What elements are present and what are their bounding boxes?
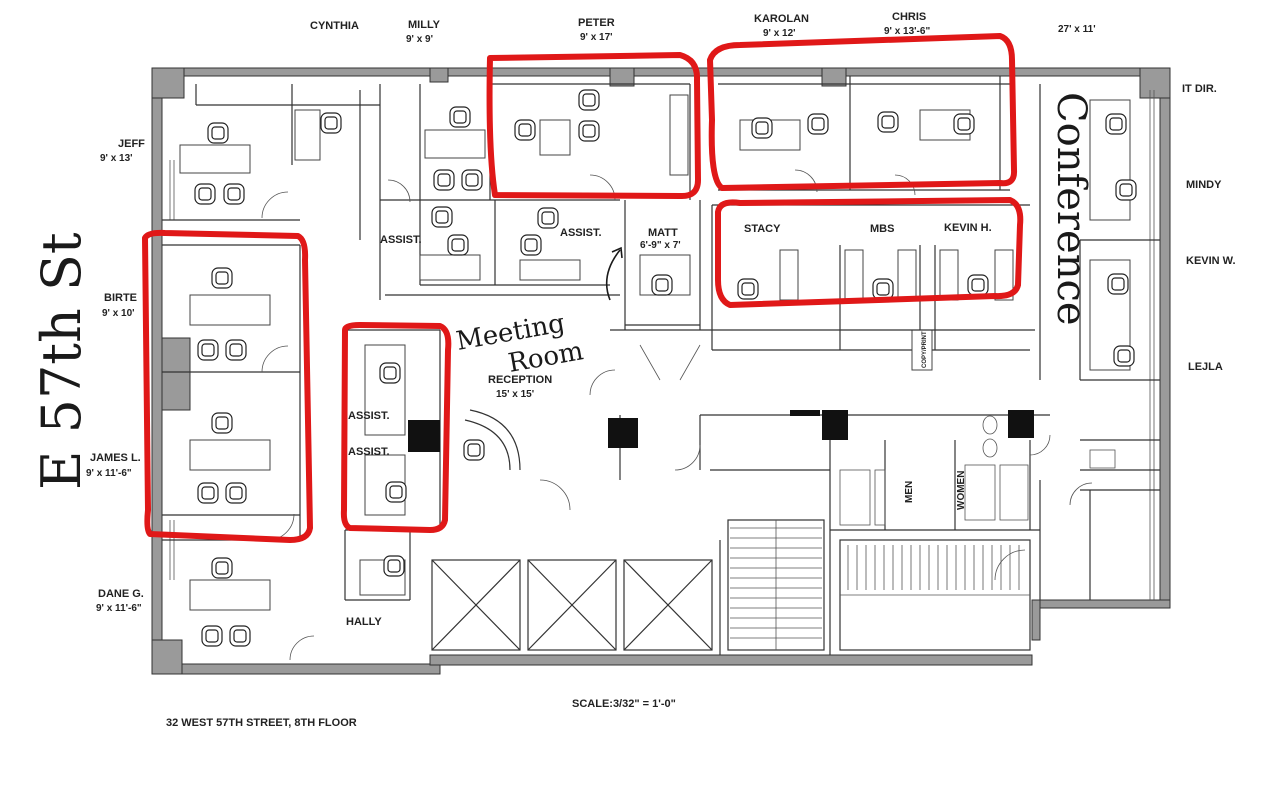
chair-seat: [465, 173, 479, 187]
street-annotation: E 57th St: [30, 232, 93, 490]
building-shell: [151, 67, 1171, 675]
conference-annotation: Conference: [1048, 92, 1094, 326]
size-matt: 6'-9" x 7': [640, 240, 681, 251]
label-karolan: KAROLAN: [754, 13, 809, 25]
chair-seat: [205, 629, 219, 643]
size-james: 9' x 11'-6": [86, 468, 132, 479]
chair-seat: [437, 173, 451, 187]
label-assist-1: ASSIST.: [380, 234, 422, 246]
chair-seat: [467, 443, 481, 457]
highlight-assist-offices: [340, 322, 452, 533]
size-karolan: 9' x 12': [763, 28, 796, 39]
chair-seat: [211, 126, 225, 140]
chair-seat: [215, 561, 229, 575]
highlight-left-offices: [142, 229, 313, 543]
label-jeff: JEFF: [118, 138, 145, 150]
size-milly: 9' x 9': [406, 34, 433, 45]
chair-seat: [215, 271, 229, 285]
label-dane: DANE G.: [98, 588, 144, 600]
label-women: WOMEN: [956, 471, 967, 510]
chair-seat: [215, 416, 229, 430]
chair-seat: [881, 115, 895, 129]
label-men: MEN: [904, 481, 915, 503]
chair-seat: [582, 124, 596, 138]
chairs: [194, 89, 1137, 647]
size-peter: 9' x 17': [580, 32, 613, 43]
chair-seat: [876, 282, 890, 296]
chair-seat: [229, 343, 243, 357]
elevators: [431, 559, 713, 651]
chair-seat: [453, 110, 467, 124]
annotation-arrowhead: [611, 246, 623, 259]
label-stacy: STACY: [744, 223, 781, 235]
desks: [179, 109, 971, 611]
label-hally: HALLY: [346, 616, 382, 628]
label-kevin-w: KEVIN W.: [1186, 255, 1236, 267]
label-james: JAMES L.: [90, 452, 141, 464]
label-it-dir: IT DIR.: [1182, 83, 1217, 95]
chair-seat: [741, 282, 755, 296]
size-jeff: 9' x 13': [100, 153, 133, 164]
label-cynthia: CYNTHIA: [310, 20, 359, 32]
chair-seat: [1111, 277, 1125, 291]
size-chris: 9' x 13'-6": [884, 26, 930, 37]
chair-seat: [971, 278, 985, 292]
label-matt: MATT: [648, 227, 678, 239]
size-reception: 15' x 15': [496, 389, 534, 400]
chair-seat: [227, 187, 241, 201]
size-birte: 9' x 10': [102, 308, 135, 319]
structural-columns: [408, 410, 1034, 452]
label-kevin-h: KEVIN H.: [944, 222, 992, 234]
chair-seat: [233, 629, 247, 643]
size-corner: 27' x 11': [1058, 24, 1096, 35]
highlight-peter: [486, 52, 701, 200]
address-note: 32 WEST 57TH STREET, 8TH FLOOR: [166, 717, 357, 729]
chair-seat: [957, 117, 971, 131]
chair-seat: [389, 485, 403, 499]
label-mindy: MINDY: [1186, 179, 1222, 191]
chair-seat: [1117, 349, 1131, 363]
chair-seat: [655, 278, 669, 292]
label-assist-2: ASSIST.: [560, 227, 602, 239]
chair-seat: [229, 486, 243, 500]
door-swings: [261, 169, 1093, 661]
chair-seat: [387, 559, 401, 573]
chair-seat: [198, 187, 212, 201]
label-birte: BIRTE: [104, 292, 137, 304]
restroom-fixtures: [839, 415, 1116, 526]
highlight-karolan-chris: [707, 33, 1018, 191]
highlight-stacy-row: [715, 197, 1024, 308]
room-labels: CYNTHIA MILLY 9' x 9' PETER 9' x 17' KAR…: [86, 11, 1236, 729]
chair-seat: [201, 486, 215, 500]
red-highlights: [142, 33, 1024, 543]
chair-seat: [324, 116, 338, 130]
chair-seat: [524, 238, 538, 252]
chair-seat: [755, 121, 769, 135]
stairs: [727, 519, 1031, 651]
label-lejla: LEJLA: [1188, 361, 1223, 373]
label-reception: RECEPTION: [488, 374, 552, 386]
label-milly: MILLY: [408, 19, 441, 31]
label-copy-print: COPY/PRINT: [922, 331, 928, 368]
chair-seat: [383, 366, 397, 380]
chair-seat: [541, 211, 555, 225]
chair-seat: [451, 238, 465, 252]
annotation-arrow: [605, 249, 621, 301]
label-assist-4: ASSIST.: [348, 446, 390, 458]
chair-seat: [435, 210, 449, 224]
stair-treads: [730, 527, 1020, 639]
size-dane: 9' x 11'-6": [96, 603, 142, 614]
label-mbs: MBS: [870, 223, 894, 235]
scale-note: SCALE:3/32" = 1'-0": [572, 698, 676, 710]
chair-seat: [582, 93, 596, 107]
label-peter: PETER: [578, 17, 615, 29]
chair-seat: [1109, 117, 1123, 131]
chair-seat: [811, 117, 825, 131]
label-assist-3: ASSIST.: [348, 410, 390, 422]
label-chris: CHRIS: [892, 11, 926, 23]
chair-seat: [1119, 183, 1133, 197]
chair-seat: [518, 123, 532, 137]
chair-seat: [201, 343, 215, 357]
